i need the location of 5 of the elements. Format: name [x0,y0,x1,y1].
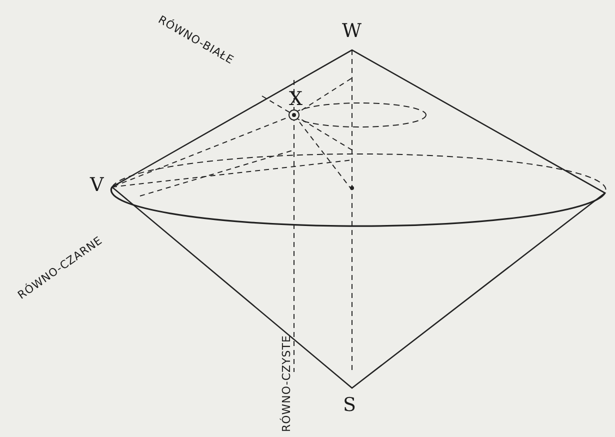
vertex-label: W [342,22,362,41]
point-label: X [289,90,303,109]
series-name: RÓWNO-CZYSTE [281,335,292,432]
vertex-label: S [343,396,356,415]
vertex-label: V [90,176,104,195]
